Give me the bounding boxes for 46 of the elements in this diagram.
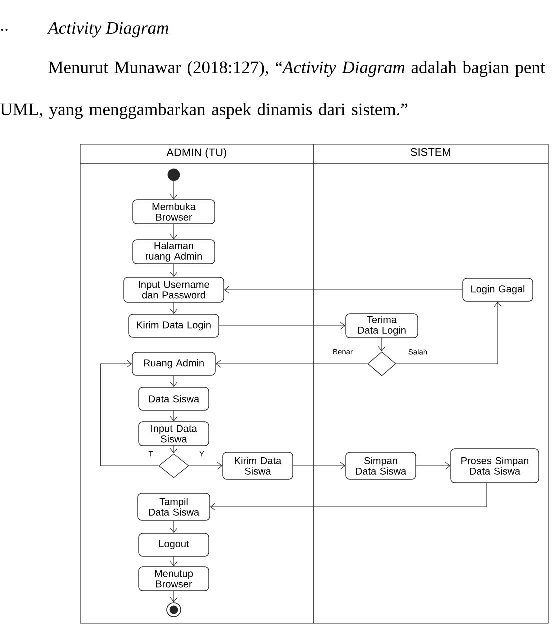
lane-heading: ADMIN (TU) <box>166 148 226 159</box>
action-box: Kirim Data Siswa <box>222 452 294 480</box>
action-box: Ruang Admin <box>132 352 216 376</box>
action-box: Simpan Data Siswa <box>346 452 416 480</box>
action-box: Menutup Browser <box>138 566 210 592</box>
decision-diamond <box>368 352 396 376</box>
section-heading: Activity Diagram <box>47 22 168 38</box>
arrow <box>189 462 223 470</box>
arrow <box>170 520 178 534</box>
arrow <box>219 322 346 330</box>
arrow <box>170 410 178 422</box>
arrow <box>216 360 368 368</box>
action-box: Input Username dan Password <box>124 277 224 303</box>
arrow <box>170 376 178 388</box>
arrow <box>416 462 451 470</box>
swimlane <box>312 144 549 624</box>
arrow <box>170 446 178 454</box>
action-box: Login Gagal <box>462 278 534 302</box>
action-box: Input Data Siswa <box>138 422 210 446</box>
arrow <box>100 360 159 466</box>
action-box: Terima Data Login <box>346 314 418 338</box>
swimlane <box>80 144 314 624</box>
arrow <box>378 338 386 352</box>
arrow <box>170 591 178 603</box>
end-circle <box>166 602 182 618</box>
action-box: Proses Simpan Data Siswa <box>450 448 540 484</box>
section-number: .. <box>1 28 8 32</box>
decision-diamond <box>158 454 190 478</box>
start-circle <box>168 168 180 182</box>
action-box: Membuka Browser <box>132 200 216 224</box>
arrow <box>293 462 346 470</box>
lane-heading: SISTEM <box>410 148 450 156</box>
arrow <box>224 286 463 294</box>
action-box: Halaman ruang Admin <box>132 240 216 264</box>
action-box: Data Siswa <box>138 387 210 411</box>
arrow <box>396 302 502 364</box>
arrow <box>170 264 178 278</box>
action-box: Tampil Data Siswa <box>138 493 210 521</box>
arrow <box>170 224 178 240</box>
arrow <box>210 483 488 511</box>
arrow <box>170 556 178 567</box>
paragraph: Menurut Munawar (2018:127), “Activity Diagram adalah bagian pent UML, yang menggambarkan aspek dinamis dari sistem.” <box>0 61 546 120</box>
arrow <box>170 180 178 200</box>
action-box: Kirim Data Login <box>128 314 220 338</box>
action-box: Logout <box>138 533 210 557</box>
arrow <box>170 302 178 314</box>
